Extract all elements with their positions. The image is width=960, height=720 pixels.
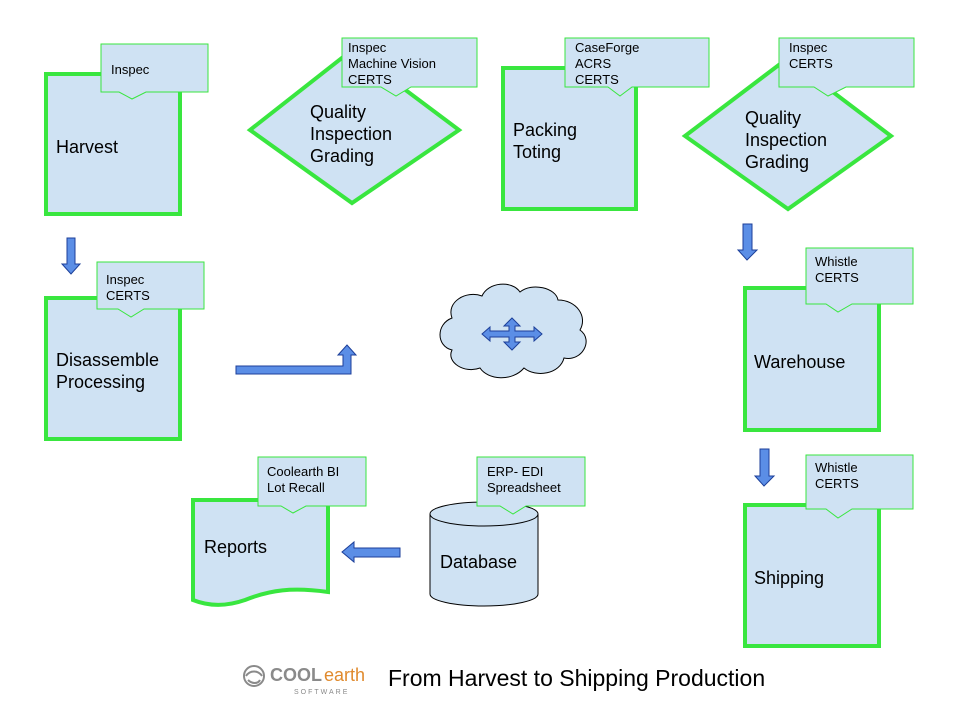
quality-2-diamond: [681, 55, 895, 212]
callout-packing-line-2: ACRS: [575, 56, 612, 71]
reports-label: Reports: [204, 537, 268, 557]
quality-1-diamond: [246, 47, 463, 206]
disassemble-label-line-2: Processing: [56, 372, 146, 392]
logo-word-earth: earth: [324, 665, 365, 685]
callout-reports-box: [257, 456, 367, 514]
arrow-quality-to-warehouse: [736, 223, 759, 261]
quality-1-label-line-2: Inspection: [310, 124, 393, 144]
diagram-title: From Harvest to Shipping Production: [388, 665, 766, 691]
reports-document: [191, 498, 330, 607]
coolearth-logo: COOL earth SOFTWARE: [240, 660, 380, 700]
coolearth-logo-mark: COOL earth SOFTWARE: [243, 665, 365, 696]
callout-harvest-box: [100, 43, 209, 100]
callout-quality-1-line-3: CERTS: [348, 72, 392, 87]
callout-database-line-2: Spreadsheet: [487, 480, 561, 495]
callout-reports-line-2: Lot Recall: [267, 480, 325, 495]
quality-2-label-line-3: Grading: [745, 152, 810, 172]
callout-quality-1-line-1: Inspec: [348, 40, 387, 55]
callout-warehouse-line-1: Whistle: [815, 254, 858, 269]
database-label: Database: [440, 552, 518, 572]
arrow-database-to-reports: [341, 540, 401, 564]
packing-label-line-1: Packing: [513, 120, 578, 140]
disassemble-box: [44, 296, 182, 441]
callout-warehouse-line-2: CERTS: [815, 270, 859, 285]
callout-disassemble-line-1: Inspec: [106, 272, 145, 287]
callout-packing-box: [564, 37, 710, 97]
callout-packing-line-3: CERTS: [575, 72, 619, 87]
disassemble-label-line-1: Disassemble: [56, 350, 160, 370]
warehouse-box: [743, 286, 881, 432]
quality-1-label-line-3: Grading: [310, 146, 375, 166]
callout-disassemble-line-2: CERTS: [106, 288, 150, 303]
callout-quality-2-line-1: Inspec: [789, 40, 828, 55]
callout-harvest-line-1: Inspec: [111, 62, 150, 77]
callout-reports-line-1: Coolearth BI: [267, 464, 340, 479]
harvest-box: [44, 72, 182, 216]
database-cylinder: [429, 501, 539, 607]
logo-sub: SOFTWARE: [294, 689, 349, 696]
callout-packing-line-1: CaseForge: [575, 40, 640, 55]
callout-quality-2-line-2: CERTS: [789, 56, 833, 71]
callout-shipping-box: [805, 454, 914, 519]
logo-word-cool: COOL: [270, 665, 322, 685]
callout-shipping-line-1: Whistle: [815, 460, 858, 475]
quality-1-label-line-1: Quality: [310, 102, 367, 122]
four-way-arrow-icon: [481, 317, 543, 351]
shipping-box: [743, 503, 881, 648]
warehouse-label: Warehouse: [754, 352, 846, 372]
quality-2-label-line-2: Inspection: [745, 130, 828, 150]
callout-quality-1-line-2: Machine Vision: [348, 56, 436, 71]
quality-2-label-line-1: Quality: [745, 108, 802, 128]
callout-quality-2-box: [778, 37, 915, 97]
shipping-label: Shipping: [754, 568, 825, 588]
arrow-harvest-to-disassemble: [60, 237, 82, 275]
callout-warehouse-box: [805, 247, 914, 313]
callout-shipping-line-2: CERTS: [815, 476, 859, 491]
callout-database-line-1: ERP- EDI: [487, 464, 544, 479]
harvest-label: Harvest: [56, 137, 119, 157]
callout-disassemble-box: [96, 261, 205, 318]
callout-quality-1-box: [341, 37, 478, 97]
arrow-processing-to-cloud: [235, 344, 358, 375]
callout-database-box: [476, 456, 586, 515]
packing-label-line-2: Toting: [513, 142, 562, 162]
arrow-warehouse-to-shipping: [753, 448, 776, 487]
